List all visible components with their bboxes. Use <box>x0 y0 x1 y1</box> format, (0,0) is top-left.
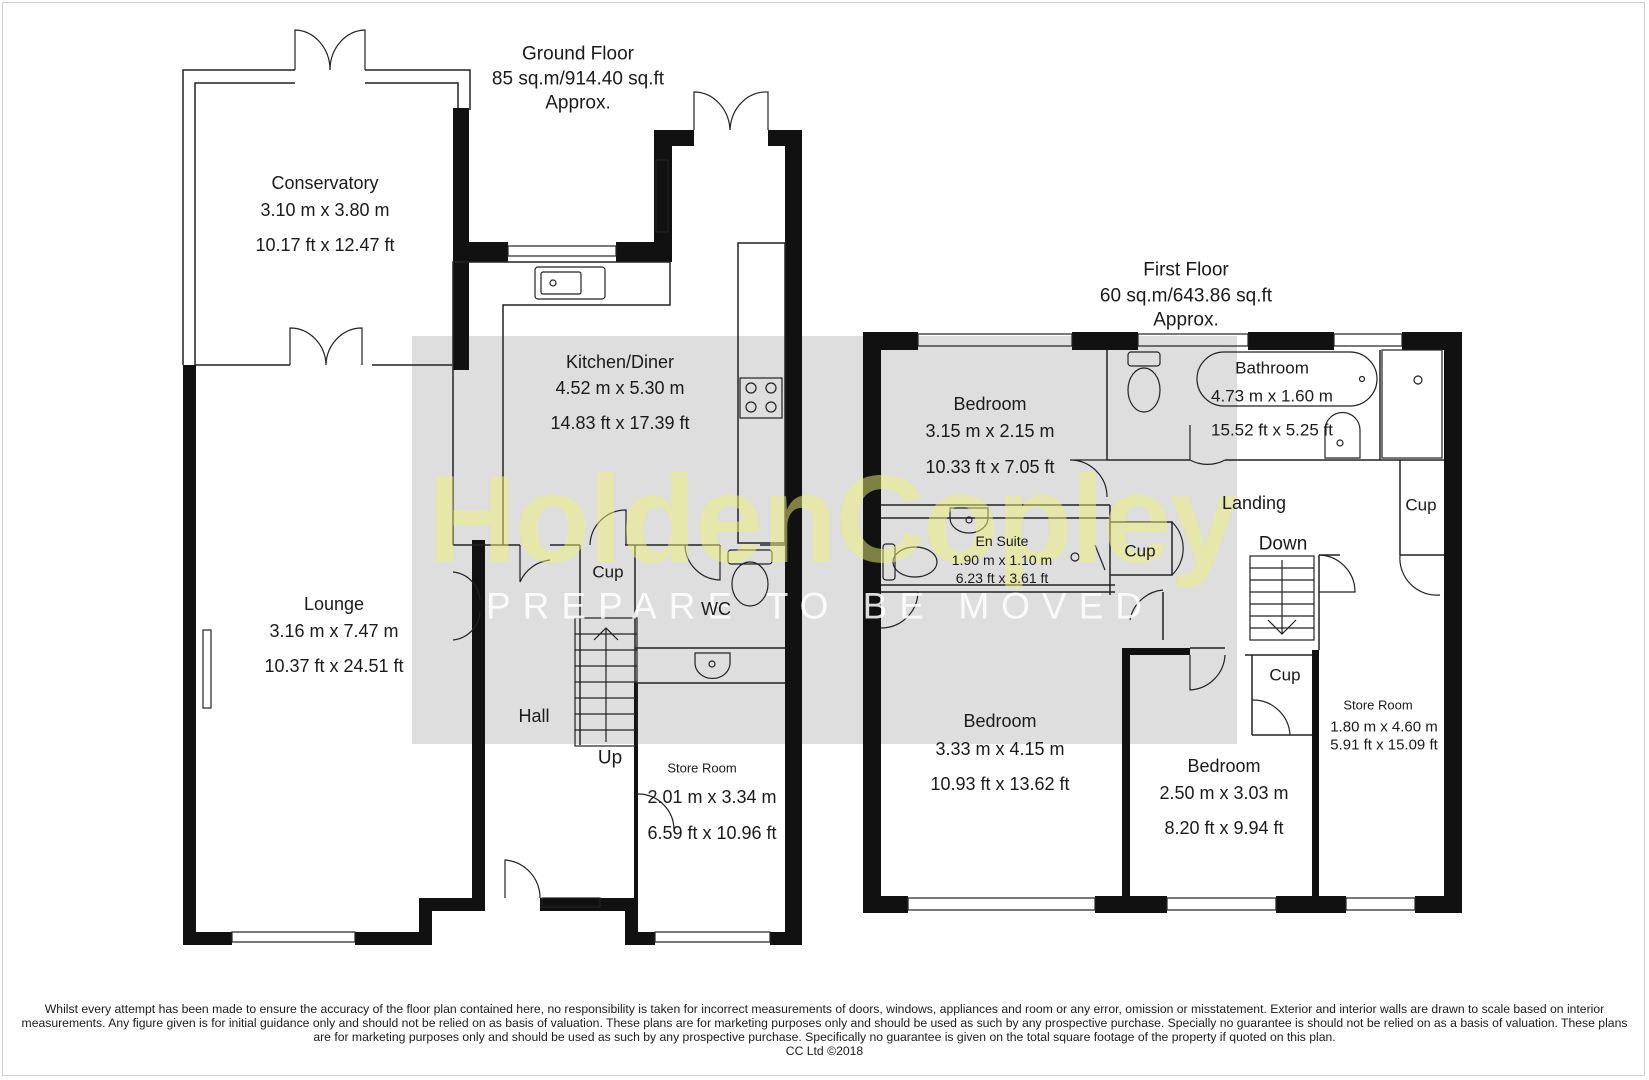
bathroom-name: Bathroom <box>1235 358 1309 378</box>
first-floor-inner-walls <box>881 350 1444 736</box>
conservatory-name: Conservatory <box>271 173 379 193</box>
bedroom2-name: Bedroom <box>963 711 1037 731</box>
kitchen-back-door <box>693 91 769 131</box>
ground-store-metric: 2.01 m x 3.34 m <box>647 787 777 807</box>
first-floor-area: 60 sq.m/643.86 sq.ft <box>1099 285 1273 307</box>
bedroom3-name: Bedroom <box>1187 756 1261 776</box>
first-floor-plan <box>863 332 1462 913</box>
ground-windows <box>202 159 771 943</box>
kitchen-sink <box>534 266 606 300</box>
disclaimer-text: Whilst every attempt has been made to en… <box>21 1002 1628 1044</box>
bathroom-metric: 4.73 m x 1.60 m <box>1211 386 1333 406</box>
bath-toilet <box>1127 351 1161 413</box>
ground-floor-title: Ground Floor <box>522 43 634 65</box>
bedroom1-imperial: 10.33 ft x 7.05 ft <box>925 457 1055 477</box>
bath <box>1196 351 1378 407</box>
first-store-metric: 1.80 m x 4.60 m <box>1330 718 1438 736</box>
ground-floor-plan <box>182 29 802 945</box>
ground-floor-approx: Approx. <box>545 92 611 114</box>
ground-store-name: Store Room <box>667 760 737 776</box>
conservatory-top-door <box>294 29 366 71</box>
bedroom1-metric: 3.15 m x 2.15 m <box>925 421 1055 441</box>
bath-basin <box>1324 411 1361 459</box>
stairs-up <box>574 617 638 747</box>
kitchen-name: Kitchen/Diner <box>565 352 675 372</box>
conservatory-walls <box>182 69 471 366</box>
bedroom3-imperial: 8.20 ft x 9.94 ft <box>1164 818 1284 838</box>
lounge-imperial: 10.37 ft x 24.51 ft <box>264 656 404 676</box>
first-floor-door-arcs <box>880 425 1441 736</box>
conservatory-imperial: 10.17 ft x 12.47 ft <box>255 235 395 255</box>
wc-toilet <box>727 549 773 607</box>
first-floor-walls <box>863 332 1462 913</box>
bathroom-imperial: 15.52 ft x 5.25 ft <box>1211 420 1333 440</box>
lounge-name: Lounge <box>303 594 365 614</box>
kitchen-metric: 4.52 m x 5.30 m <box>555 378 685 398</box>
lounge-metric: 3.16 m x 7.47 m <box>269 621 399 641</box>
ensuite-toilet <box>882 543 938 581</box>
ground-cup-label: Cup <box>592 562 624 582</box>
kitchen-imperial: 14.83 ft x 17.39 ft <box>550 413 690 433</box>
ensuite-metric: 1.90 m x 1.10 m <box>951 552 1053 568</box>
hall-label: Hall <box>518 706 550 726</box>
first-cup-mid-label: Cup <box>1124 541 1156 561</box>
first-store-imperial: 5.91 ft x 15.09 ft <box>1330 736 1438 754</box>
disclaimer-credit: CC Ltd ©2018 <box>785 1044 864 1058</box>
first-store-name: Store Room <box>1343 697 1413 713</box>
ground-store-imperial: 6.59 ft x 10.96 ft <box>647 823 777 843</box>
hob <box>739 377 783 419</box>
watermark-tagline: PREPARE TO BE MOVED <box>485 585 1155 627</box>
ensuite-shower <box>1070 544 1106 571</box>
wc-label: WC <box>701 599 731 619</box>
stairs-down <box>1249 555 1315 641</box>
disclaimer: Whilst every attempt has been made to en… <box>14 1002 1635 1058</box>
first-cup-small-label: Cup <box>1269 665 1301 685</box>
watermark-brand: HoldenCopley <box>427 451 1239 589</box>
first-cup-right-label: Cup <box>1405 495 1437 515</box>
landing-label: Landing <box>1221 493 1287 513</box>
stairs-up-label: Up <box>597 747 623 769</box>
wc-basin <box>694 652 731 680</box>
bedroom2-metric: 3.33 m x 4.15 m <box>935 739 1065 759</box>
ensuite-name: En Suite <box>975 533 1029 549</box>
ensuite-imperial: 6.23 ft x 3.61 ft <box>955 570 1049 586</box>
bedroom3-metric: 2.50 m x 3.03 m <box>1159 783 1289 803</box>
watermark-band <box>412 336 1237 744</box>
first-floor-title: First Floor <box>1143 259 1229 281</box>
first-floor-approx: Approx. <box>1153 309 1219 331</box>
ground-floor-area: 85 sq.m/914.40 sq.ft <box>491 68 665 90</box>
ensuite-basin <box>949 507 989 534</box>
ground-floor-inner-walls <box>452 242 786 745</box>
first-floor-windows <box>907 333 1416 911</box>
shower <box>1381 349 1443 459</box>
bedroom1-name: Bedroom <box>953 394 1027 414</box>
ground-door-arcs <box>452 509 721 899</box>
lounge-double-door <box>289 327 363 366</box>
stairs-down-label: Down <box>1258 533 1308 555</box>
conservatory-metric: 3.10 m x 3.80 m <box>260 200 390 220</box>
bedroom2-imperial: 10.93 ft x 13.62 ft <box>930 774 1070 794</box>
